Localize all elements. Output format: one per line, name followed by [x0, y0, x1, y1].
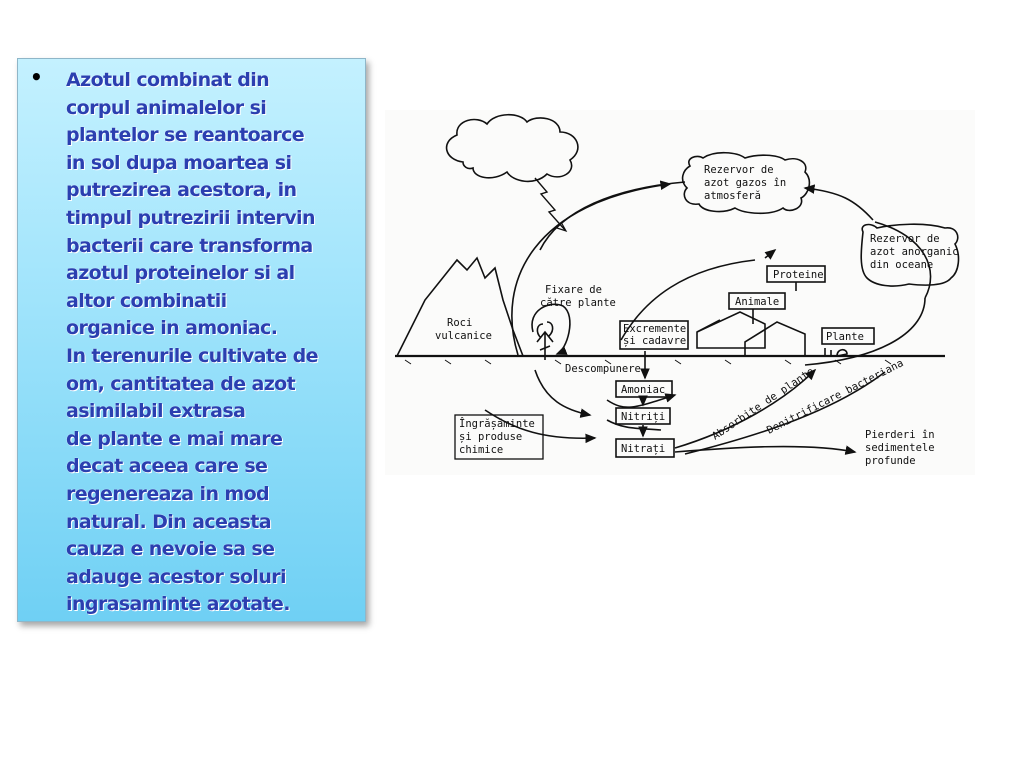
text-line: azotul proteinelor si al	[66, 262, 295, 285]
text-line: ingrasaminte azotate.	[66, 593, 290, 616]
text-line: natural. Din aceasta	[66, 510, 272, 533]
excremente-label: Excremente	[623, 323, 686, 335]
text-panel: • Azotul combinat din corpul animalelor …	[17, 58, 366, 622]
text-line: timpul putrezirii intervin	[66, 206, 316, 229]
animale-label: Animale	[735, 296, 779, 308]
text-line: bacterii care transforma	[66, 234, 313, 257]
animale-box	[728, 292, 786, 310]
text-line: regenereaza in mod	[66, 482, 270, 505]
reservoir-atm-box	[681, 151, 811, 215]
plante-box	[821, 327, 875, 345]
descompunere-label: Descompunere	[565, 363, 641, 375]
text-line: decat aceea care se	[66, 455, 268, 478]
absorption-arrow	[674, 368, 817, 449]
excremente-box	[619, 320, 689, 350]
cloud-shape	[445, 113, 579, 183]
text-line: putrezirea acestora, in	[66, 179, 297, 202]
reservoir-ocean-label: Rezervor de	[870, 233, 940, 245]
lightning-icon	[534, 177, 566, 231]
nitrati-label: Nitrați	[621, 443, 665, 455]
sediment-loss-label: Pierderi în	[865, 429, 935, 441]
fixation-label: Fixare de	[545, 284, 602, 296]
denitrification-label: Denitrificare bacteriana	[765, 357, 906, 437]
bullet-paragraph: Azotul combinat din corpul animalelor si…	[66, 67, 364, 619]
fertilizers-box	[454, 414, 544, 460]
fixation-plant-icon	[536, 321, 554, 360]
bullet-marker: •	[30, 65, 43, 89]
denitrification-arrow	[684, 371, 886, 455]
nitrati-box	[615, 438, 675, 458]
excremente-label: și cadavre	[623, 335, 686, 347]
text-line: plantelor se reantoarce	[66, 124, 305, 147]
plante-label: Plante	[826, 331, 864, 343]
reservoir-atm-label: atmosferă	[704, 190, 761, 202]
decomposition-arrow	[534, 369, 592, 418]
proteine-label: Proteine	[773, 269, 824, 281]
sediment-loss-arrow	[674, 445, 857, 455]
text-line: altor combinatii	[66, 289, 227, 312]
reservoir-ocean-label: din oceane	[870, 259, 933, 271]
reservoir-ocean-box	[860, 223, 960, 287]
nitriti-label: Nitriți	[621, 411, 665, 423]
volcanic-label: Roci	[447, 317, 472, 329]
fixation-label: către plante	[540, 297, 616, 309]
reservoir-atm-label: azot gazos în	[704, 177, 786, 189]
sediment-loss-label: sedimentele	[865, 442, 935, 454]
nitriti-box	[615, 407, 671, 425]
fertilizers-label: Îngrășăminte	[459, 417, 535, 430]
ground-to-ocean-loop	[804, 297, 926, 366]
text-line: corpul animalelor si	[66, 96, 267, 119]
text-line: In terenurile cultivate de	[66, 344, 319, 367]
volcanic-rocks-shape	[396, 256, 524, 357]
text-line: om, cantitatea de azot	[66, 372, 296, 395]
fertilizers-label: și produse	[459, 431, 522, 443]
text-line: organice in amoniac.	[66, 317, 278, 340]
text-line: asimilabil extrasa	[66, 400, 246, 423]
text-line: de plante e mai mare	[66, 427, 283, 450]
text-line: in sol dupa moartea si	[66, 151, 292, 174]
ocean-to-atm-arrow	[803, 184, 874, 221]
text-line: adauge acestor soluri	[66, 565, 287, 588]
text-line: cauza e nevoie sa se	[66, 538, 275, 561]
reservoir-atm-label: Rezervor de	[704, 164, 774, 176]
amoniac-label: Amoniac	[621, 384, 665, 396]
fertilizers-label: chimice	[459, 444, 503, 456]
sediment-loss-label: profunde	[865, 455, 916, 467]
text-line: Azotul combinat din	[66, 69, 270, 91]
reservoir-ocean-label: azot anorganic	[870, 246, 959, 258]
plant-small-icon	[824, 348, 848, 357]
barn-shape	[696, 311, 766, 349]
nitrogen-cycle-diagram: Rezervor de azot gazos în atmosferă Reze…	[385, 110, 975, 475]
barn-shape-2	[744, 321, 806, 356]
volcanic-label: vulcanice	[435, 330, 492, 342]
